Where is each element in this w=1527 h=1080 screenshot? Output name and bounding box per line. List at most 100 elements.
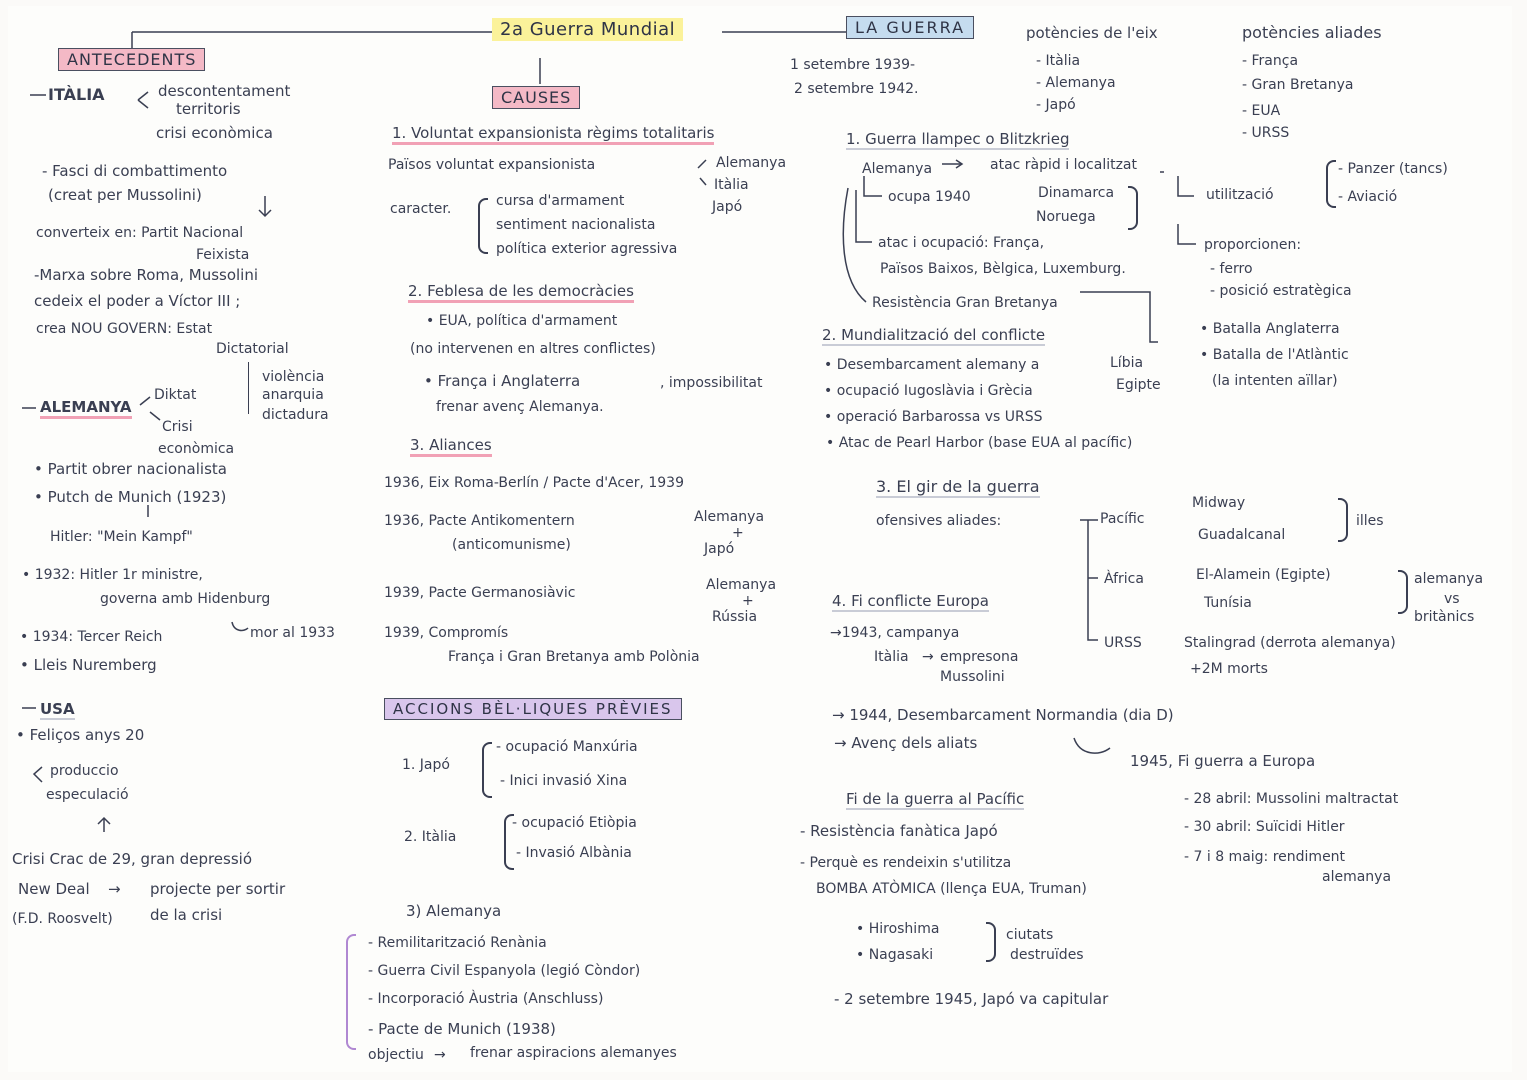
g1e: Noruega <box>1036 209 1096 225</box>
pacific-9: - 2 setembre 1945, Japó va capitular <box>834 990 1109 1008</box>
italia-label: ITÀLIA <box>48 85 105 104</box>
usa-nd3: (F.D. Roosvelt) <box>12 911 113 927</box>
cause-2c: • França i Anglaterra <box>424 372 581 390</box>
crea-2: Dictatorial <box>216 341 289 357</box>
pacific-3: - Perquè es rendeixin s'utilitza <box>800 855 1012 871</box>
end-3: - 7 i 8 maig: rendiment <box>1184 849 1346 865</box>
g2h: • Batalla de l'Atlàntic <box>1200 347 1349 363</box>
alliance-1: 1936, Eix Roma-Berlín / Pacte d'Acer, 19… <box>384 475 684 491</box>
g1g: - Panzer (tancs) <box>1338 161 1448 177</box>
pacific-5: • Hiroshima <box>856 921 940 937</box>
g2b: Líbia <box>1110 355 1144 371</box>
guerra-4: 4. Fi conflicte Europa <box>832 592 989 612</box>
g4g: 1945, Fi guerra a Europa <box>1130 752 1316 770</box>
usa-f1: • Feliços anys 20 <box>16 726 145 744</box>
y1932b: governa amb Hidenburg <box>100 591 271 607</box>
cause-1a: Països voluntat expansionista <box>388 157 596 173</box>
usa-esp: especulació <box>46 787 129 803</box>
alemanya-label: ALEMANYA <box>40 398 132 419</box>
cause-1b: Alemanya <box>716 155 787 171</box>
cause-2b: (no intervenen en altres conflictes) <box>410 341 656 357</box>
end-2: - 30 abril: Suïcidi Hitler <box>1184 819 1345 835</box>
g2i: (la intenten aïllar) <box>1212 373 1338 389</box>
eix-2: - Japó <box>1036 97 1076 113</box>
v3: dictadura <box>262 407 329 423</box>
pacific-4: BOMBA ATÒMICA (llença EUA, Truman) <box>816 881 1087 897</box>
g1h: - Aviació <box>1338 189 1398 205</box>
g4a: →1943, campanya <box>830 625 960 641</box>
g4b: Itàlia <box>874 649 909 665</box>
g1c: ocupa 1940 <box>888 189 971 205</box>
g1j: Països Baixos, Bèlgica, Luxemburg. <box>880 261 1126 277</box>
cause-2d: , impossibilitat <box>660 375 763 391</box>
acc-japo: 1. Japó <box>402 757 450 773</box>
v1: violència <box>262 369 325 385</box>
g3d: Guadalcanal <box>1198 527 1286 543</box>
cause-1e: cursa d'armament <box>496 193 625 209</box>
g4e: → 1944, Desembarcament Normandia (dia D) <box>832 706 1174 724</box>
page-title: 2a Guerra Mundial <box>492 18 684 41</box>
cause-1g: política exterior agressiva <box>496 241 678 257</box>
g3k: britànics <box>1414 609 1475 625</box>
italia-b1: descontentament <box>158 82 291 100</box>
alliance-3d: + <box>742 593 754 609</box>
crea-1: crea NOU GOVERN: Estat <box>36 321 213 337</box>
g1d: Dinamarca <box>1038 185 1115 201</box>
usa-label: USA <box>40 700 75 720</box>
causes-header: CAUSES <box>492 86 581 109</box>
cause-1: 1. Voluntat expansionista règims totalit… <box>392 124 715 145</box>
pacific-7: ciutats <box>1006 927 1054 943</box>
acc-italia: 2. Itàlia <box>404 829 457 845</box>
accions-header: ACCIONS BÈL·LIQUES PRÈVIES <box>384 698 682 720</box>
aliades-2: - EUA <box>1242 103 1281 119</box>
g4f: → Avenç dels aliats <box>834 734 978 752</box>
guerra-dates-2: 2 setembre 1942. <box>794 81 919 97</box>
al-p2: • Putch de Munich (1923) <box>34 488 227 506</box>
g2f: • Atac de Pearl Harbor (base EUA al pací… <box>826 435 1133 451</box>
aliades-title: potències aliades <box>1242 23 1382 42</box>
acc-al5: objectiu <box>368 1047 424 1063</box>
g3g: El-Alamein (Egipte) <box>1196 567 1331 583</box>
cause-1d: Japó <box>712 199 743 215</box>
g2a: • Desembarcament alemany a <box>824 357 1040 373</box>
guerra-3: 3. El gir de la guerra <box>876 477 1040 498</box>
alliance-2c: Alemanya <box>694 509 765 525</box>
acc-al2: - Guerra Civil Espanyola (legió Còndor) <box>368 963 641 979</box>
alliance-3: 1939, Pacte Germanosiàvic <box>384 585 576 601</box>
cause-2: 2. Feblesa de les democràcies <box>408 282 634 303</box>
acc-al4: - Pacte de Munich (1938) <box>368 1020 556 1038</box>
alliance-3c: Alemanya <box>706 577 777 593</box>
alliance-3e: Rússia <box>712 609 758 625</box>
guerra-dates-1: 1 setembre 1939- <box>790 57 916 73</box>
y1934: • 1934: Tercer Reich <box>20 629 163 645</box>
antecedents-header: ANTECEDENTS <box>58 48 206 71</box>
acc-al1: - Remilitarització Renània <box>368 935 547 951</box>
eix-0: - Itàlia <box>1036 53 1081 69</box>
alliance-2b: (anticomunisme) <box>452 537 571 553</box>
g3m: Stalingrad (derrota alemanya) <box>1184 635 1396 651</box>
pacific-title: Fi de la guerra al Pacífic <box>846 790 1025 810</box>
g3b: Pacífic <box>1100 511 1145 527</box>
aliades-1: - Gran Bretanya <box>1242 77 1354 93</box>
cause-1c: Itàlia <box>714 177 749 193</box>
g4d: Mussolini <box>940 669 1005 685</box>
g2c: Egipte <box>1116 377 1161 393</box>
fasci-1: - Fasci di combattimento <box>42 162 228 180</box>
aliades-0: - França <box>1242 53 1299 69</box>
v2: anarquia <box>262 387 324 403</box>
convert-2: Feixista <box>196 247 250 263</box>
acc-j2: - Inici invasió Xina <box>500 773 628 789</box>
g2g: • Batalla Anglaterra <box>1200 321 1340 337</box>
pacific-8: destruïdes <box>1010 947 1084 963</box>
al-crisi-1: Crisi <box>162 419 193 435</box>
convert-1: converteix en: Partit Nacional <box>36 225 244 241</box>
alliance-4: 1939, Compromís <box>384 625 509 641</box>
g4c: empresona <box>940 649 1019 665</box>
g3f: Àfrica <box>1104 571 1144 587</box>
italia-b2: territoris <box>176 100 241 118</box>
fasci-2: (creat per Mussolini) <box>48 186 202 204</box>
g3c: Midway <box>1192 495 1246 511</box>
end-1: - 28 abril: Mussolini maltractat <box>1184 791 1399 807</box>
lleis: • Lleis Nuremberg <box>20 656 157 674</box>
g1b: atac ràpid i localitzat <box>990 157 1137 173</box>
